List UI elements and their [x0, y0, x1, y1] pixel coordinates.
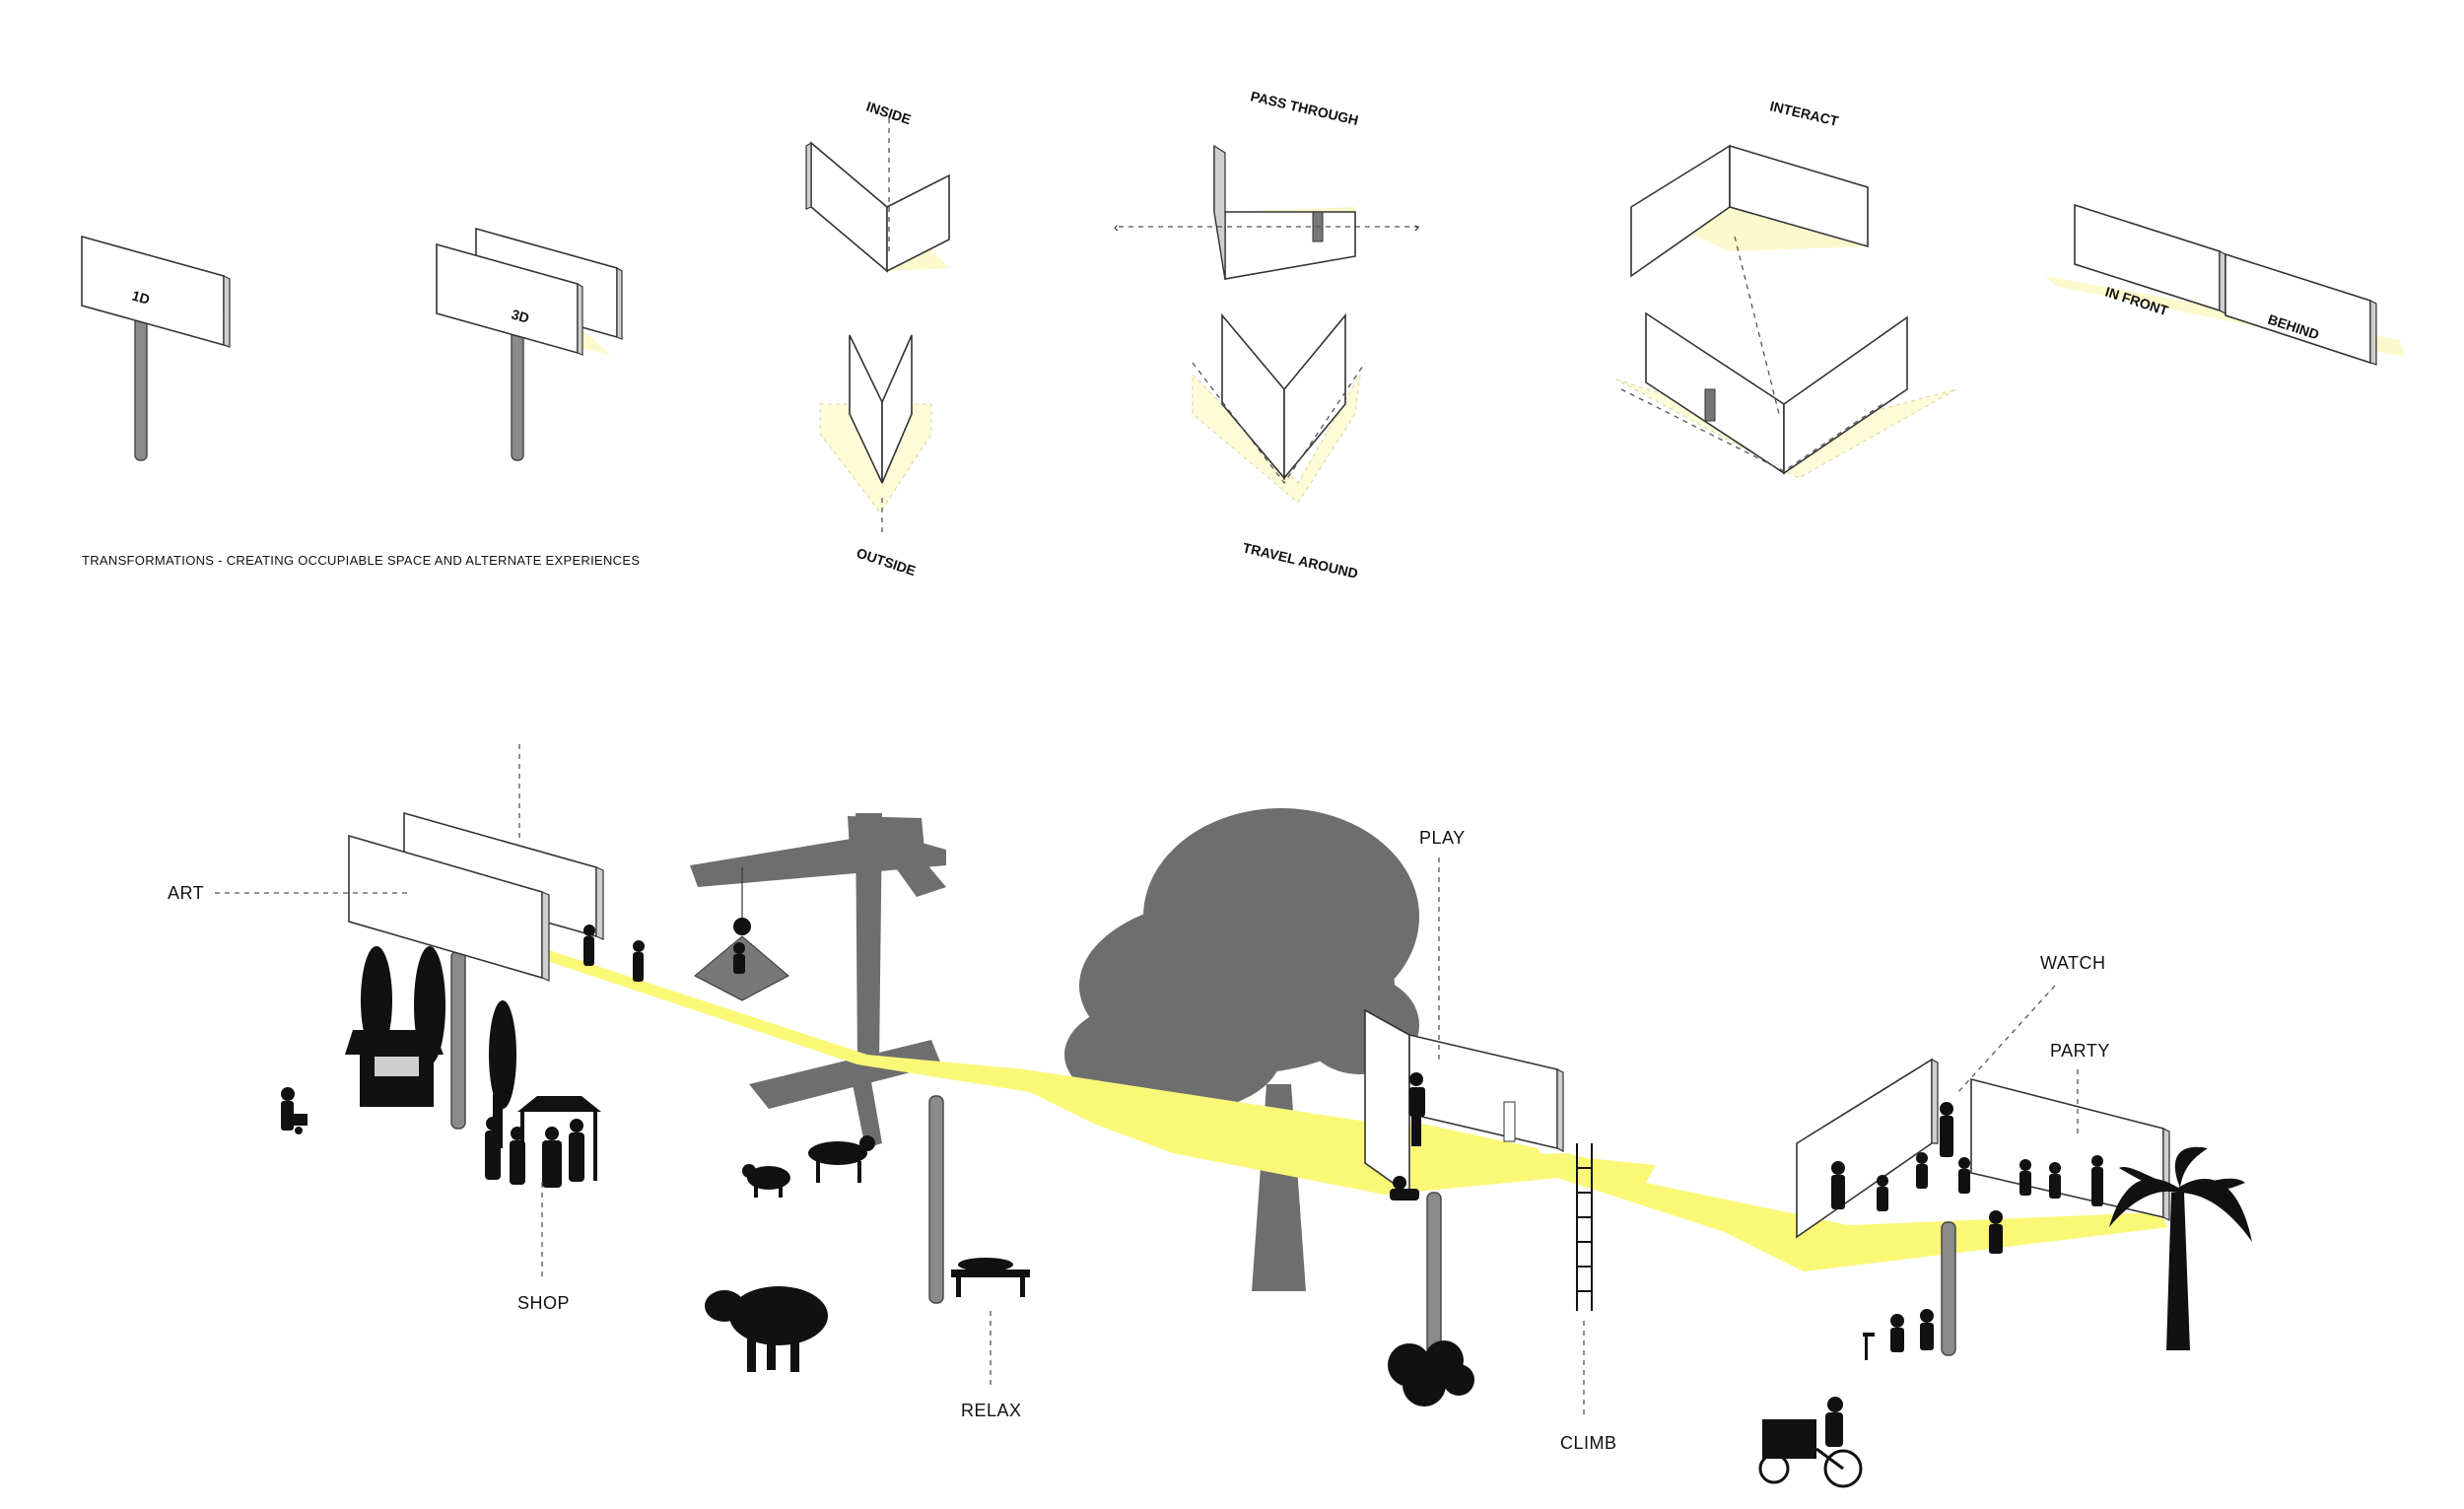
bush: [1388, 1340, 1474, 1406]
person-on-swing: [733, 942, 745, 974]
label-climb: CLIMB: [1560, 1433, 1617, 1453]
svg-text:‹: ‹: [1114, 219, 1119, 235]
play-musician: [1390, 1072, 1425, 1200]
shop-kiosk: [345, 946, 516, 1148]
person-with-stroller: [281, 1087, 308, 1134]
label-play: PLAY: [1419, 828, 1466, 848]
billboard-play: [1364, 1008, 1564, 1361]
label-relax: RELAX: [961, 1401, 1022, 1420]
diagram-interact: INTERACT: [1615, 98, 1957, 479]
diagram-caption: TRANSFORMATIONS - CREATING OCCUPIABLE SP…: [82, 553, 640, 568]
label-1d: 1D: [130, 288, 152, 308]
billboard-1d: 1D: [81, 235, 231, 461]
cow-silhouette: [705, 1286, 828, 1372]
diagram-in-front-behind: IN FRONT BEHIND: [2045, 203, 2405, 366]
label-art: ART: [168, 883, 204, 903]
palm-tree: [2109, 1146, 2252, 1350]
svg-text:›: ›: [1414, 219, 1419, 235]
cafe-people: [1863, 1309, 1934, 1360]
label-party: PARTY: [2050, 1041, 2110, 1061]
goats: [742, 1135, 875, 1198]
billboard-art: [348, 811, 604, 1130]
relax-bench: [928, 1095, 1030, 1304]
label-travel-around: TRAVEL AROUND: [1241, 539, 1359, 581]
label-outside: OUTSIDE: [855, 545, 918, 579]
party-people: [1831, 1102, 2103, 1254]
cargo-bike: [1758, 1397, 1863, 1488]
diagram-travel-around: TRAVEL AROUND: [1192, 312, 1366, 582]
ladder: [1576, 1143, 1593, 1311]
diagram-pass-through: ‹ › PASS THROUGH: [1114, 88, 1419, 280]
shop-tent-people: [485, 1096, 601, 1188]
billboard-3d: 3D: [436, 227, 623, 461]
billboard-watch-party: [1796, 1058, 2170, 1356]
label-shop: SHOP: [517, 1293, 570, 1313]
diagram-inside: INSIDE: [805, 99, 950, 273]
crane-hook-ball: [733, 918, 751, 935]
walkers: [583, 925, 645, 982]
label-interact: INTERACT: [1768, 98, 1840, 129]
label-pass-through: PASS THROUGH: [1249, 88, 1359, 128]
label-watch: WATCH: [2040, 953, 2105, 973]
diagram-outside: OUTSIDE: [819, 334, 932, 579]
label-3d: 3D: [510, 307, 531, 326]
